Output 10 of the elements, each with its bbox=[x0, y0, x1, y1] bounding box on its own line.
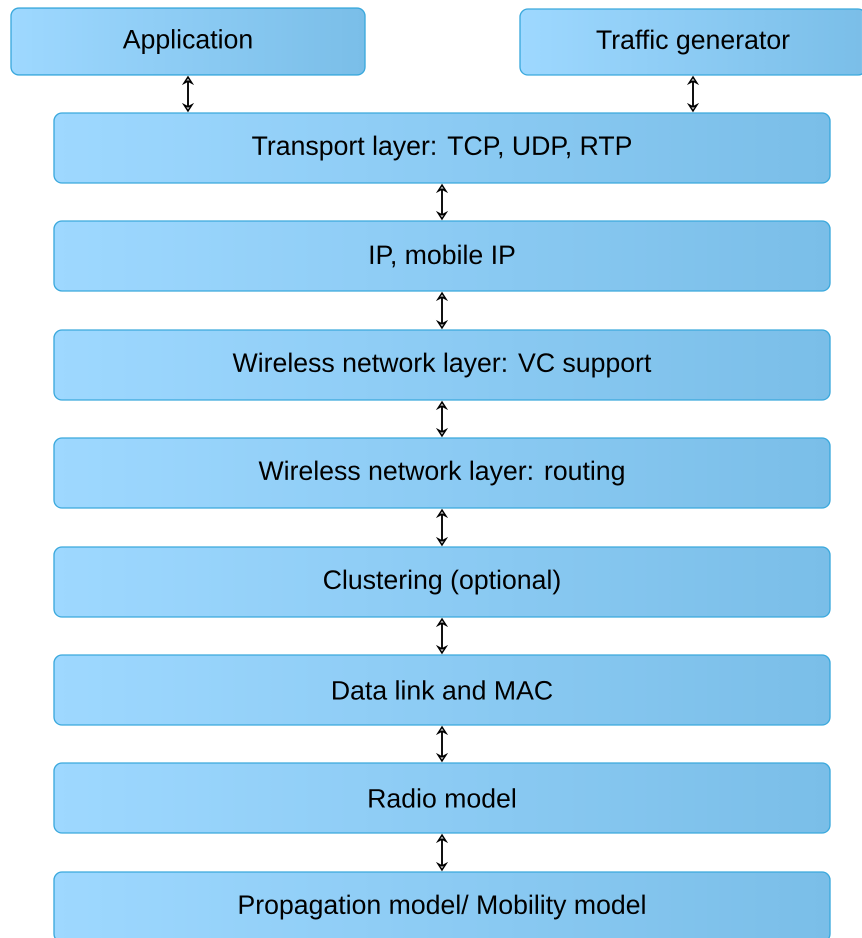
layer-box: Traffic generator bbox=[519, 8, 862, 76]
layer-box: Data link and MAC bbox=[53, 654, 831, 726]
layer-box: Clustering (optional) bbox=[53, 546, 831, 618]
layer-box: Propagation model/ Mobility model bbox=[53, 871, 831, 938]
layer-box: Radio model bbox=[53, 762, 831, 834]
layer-box: Wireless network layer: VC support bbox=[53, 329, 831, 401]
layer-box: Transport layer: TCP, UDP, RTP bbox=[53, 112, 831, 184]
layer-box: Wireless network layer: routing bbox=[53, 437, 831, 509]
layer-box: Application bbox=[10, 7, 366, 76]
layer-box: IP, mobile IP bbox=[53, 220, 831, 292]
